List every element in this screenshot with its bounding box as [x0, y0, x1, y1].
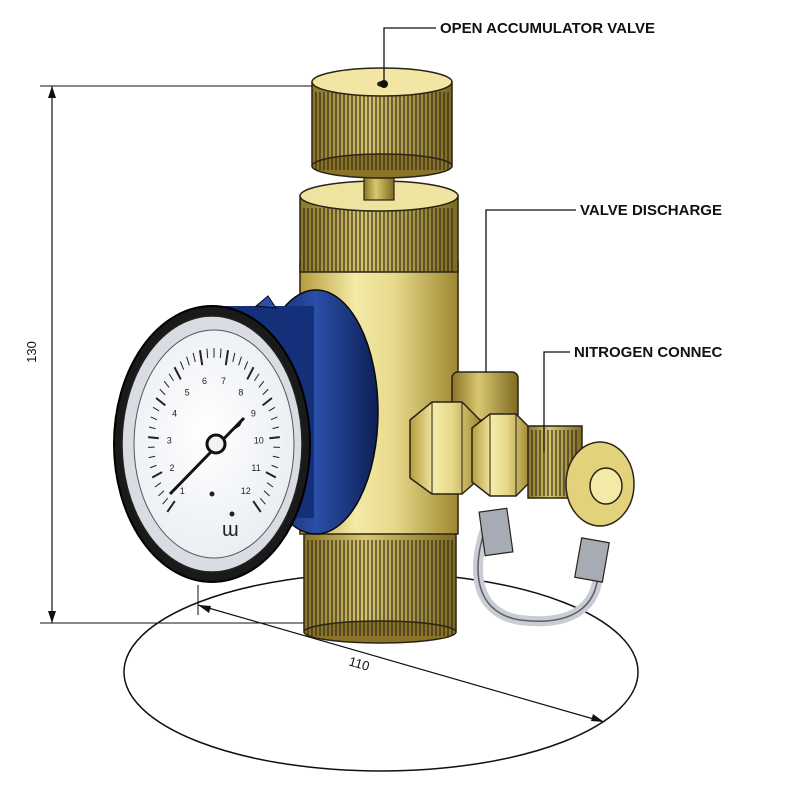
gauge-minor-tick [271, 464, 279, 469]
gauge-number: 8 [238, 388, 243, 398]
gauge-minor-tick [238, 356, 242, 366]
gauge-minor-tick [254, 373, 260, 382]
gauge-minor-tick [232, 352, 236, 363]
gauge-face-mark: ɯ [222, 519, 239, 541]
gauge-major-tick [224, 350, 230, 366]
gauge-minor-tick [262, 388, 269, 396]
gauge-minor-tick [162, 497, 169, 505]
callout-nitrogen: NITROGEN CONNEC [543, 344, 723, 452]
gauge-number: 3 [167, 435, 172, 445]
gauge-minor-tick [268, 406, 276, 412]
gauge-minor-tick [192, 352, 196, 363]
gauge-major-tick [198, 350, 204, 366]
gauge-minor-tick [243, 361, 249, 370]
gauge-number: 4 [172, 409, 177, 419]
gauge-number: 2 [169, 463, 174, 473]
open-valve-knob [311, 67, 453, 179]
gauge-major-tick [148, 436, 159, 440]
gauge-major-tick [265, 471, 277, 479]
gauge-minor-tick [148, 426, 156, 430]
gauge-minor-tick [263, 490, 270, 497]
label-open-accumulator-valve: OPEN ACCUMULATOR VALVE [440, 20, 655, 37]
gauge-minor-tick [158, 490, 165, 497]
gauge-minor-tick [266, 482, 274, 488]
gauge-minor-tick [179, 361, 185, 370]
gauge-minor-tick [272, 455, 280, 459]
gauge-major-tick [269, 436, 280, 440]
callout-valve-discharge: VALVE DISCHARGE [485, 202, 722, 372]
gauge-major-tick [166, 500, 176, 513]
gauge-minor-tick [258, 380, 265, 388]
label-valve-discharge: VALVE DISCHARGE [580, 202, 722, 219]
gauge-minor-tick [272, 426, 280, 430]
gauge-needle [168, 416, 246, 496]
gauge-minor-tick [152, 406, 160, 412]
gauge-minor-tick [219, 348, 222, 359]
gauge-major-tick [155, 397, 166, 407]
gauge-number: 5 [185, 388, 190, 398]
gauge-minor-tick [163, 380, 170, 388]
height-dimension: 130 [24, 85, 320, 624]
gauge-minor-tick [259, 497, 266, 505]
callout-open-valve: OPEN ACCUMULATOR VALVE [380, 20, 655, 88]
height-dimension-label: 130 [24, 341, 39, 363]
gauge-minor-tick [154, 482, 162, 488]
base-dimension: 110 [197, 585, 605, 723]
gauge-major-tick [262, 397, 273, 407]
gauge-minor-tick [150, 416, 158, 421]
gauge-number: 6 [202, 376, 207, 386]
gauge-minor-tick [206, 348, 209, 359]
gauge-major-tick [151, 471, 163, 479]
gauge-minor-tick [270, 416, 278, 421]
gauge-minor-tick [148, 455, 156, 459]
gauge-number: 12 [241, 486, 251, 496]
gauge-minor-tick [149, 464, 157, 469]
gauge-major-tick [246, 366, 255, 380]
gauge-major-tick [252, 500, 262, 513]
gauge-number: 1 [180, 486, 185, 496]
gauge-major-tick [173, 366, 182, 380]
nitrogen-connector-assembly [409, 371, 635, 627]
gauge-minor-tick [168, 373, 174, 382]
gauge-minor-tick [186, 356, 190, 366]
gauge-number: 10 [254, 435, 264, 445]
label-nitrogen-connection: NITROGEN CONNEC [574, 344, 723, 361]
gauge-minor-tick [159, 388, 166, 396]
gauge-number: 7 [221, 376, 226, 386]
base-dimension-label: 110 [347, 654, 371, 674]
gauge-number: 9 [251, 409, 256, 419]
gauge-number: 11 [251, 463, 260, 473]
